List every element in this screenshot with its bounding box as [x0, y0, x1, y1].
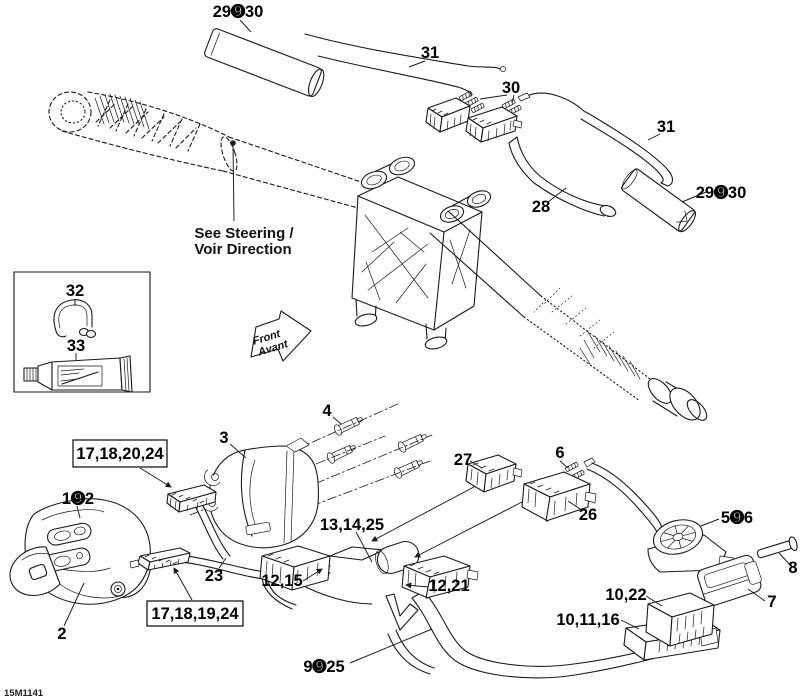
connectors-30: [425, 90, 586, 143]
heat-shrink-sleeve-left: [204, 28, 325, 98]
wire-tip: [517, 92, 531, 102]
connector-30-b: [465, 106, 523, 143]
clip-v-bracket: [385, 593, 419, 631]
see-steering-note: See Steering / Voir Direction: [194, 225, 294, 258]
callout-conn-27: 27: [454, 451, 472, 469]
drawing-code: 15M1141: [4, 688, 44, 699]
button-2: [110, 581, 126, 597]
front-direction-arrow: Front Avant: [250, 310, 312, 362]
handlebar-mid-top: [228, 136, 365, 184]
leader-lines: [63, 19, 792, 664]
module-7: [697, 554, 762, 607]
clip-32: [53, 299, 97, 339]
callout-screws-6: 6: [555, 444, 564, 462]
callout-grip-28: 28: [532, 198, 550, 216]
note-pointer-dot: [230, 140, 236, 146]
rocker-button-upper: [46, 522, 92, 546]
callout-conn-12-21: 12,21: [428, 577, 469, 595]
riser-block: [351, 156, 492, 350]
note-line-2: Voir Direction: [194, 241, 291, 258]
callout-lubricant-33: 33: [67, 337, 85, 355]
riser-lattice: [361, 214, 471, 304]
callout-housing-3: 3: [219, 429, 228, 447]
callout-wire-9-25: 9➒25: [303, 658, 344, 676]
connector-30-a: [425, 97, 471, 133]
callout-connectors-top: 30: [502, 79, 520, 97]
callout-module-10-11-16: 10,11,16: [556, 611, 619, 629]
callout-screws-4: 4: [322, 402, 332, 420]
module-10-22: [645, 592, 715, 647]
grip-tube-28: [508, 136, 617, 217]
callout-box-17-18-20-24: [72, 439, 168, 468]
handlebar-phantom: [48, 91, 365, 209]
callout-wire-top: 31: [421, 44, 439, 62]
connector-26: [521, 471, 597, 522]
callout-conn-26: 26: [579, 506, 597, 524]
callout-switch-1-2: 1➒2: [62, 490, 94, 508]
callout-button-2: 2: [57, 625, 66, 643]
callout-conn-17-18-20-24: 17,18,20,24: [76, 445, 164, 463]
lubricant-tube-33: [23, 355, 133, 393]
connector-17-18-19-24: [129, 547, 191, 571]
callout-conn-12-15: 12,15: [261, 572, 302, 590]
switch-lever: [9, 546, 61, 597]
connector-27: [465, 454, 523, 493]
callout-conn-17-18-19-24: 17,18,19,24: [151, 605, 239, 623]
right-grip-knurl: [579, 331, 641, 380]
callout-wire-right: 31: [657, 118, 675, 136]
callout-sleeve-right: 29➒30: [696, 184, 747, 202]
riser-caps: [360, 156, 492, 223]
connector-12-21: [401, 555, 479, 599]
callout-conn-13-14-25: 13,14,25: [320, 516, 384, 534]
connector-17-18-20-24: [166, 484, 231, 560]
left-grip: [48, 91, 230, 172]
heating-wire-top: [304, 33, 506, 97]
heating-wire-right: [580, 111, 674, 187]
heat-shrink-sleeve-right: [621, 168, 697, 233]
callout-box-17-18-19-24: [146, 600, 244, 627]
callout-sleeve-left: 29➒30: [213, 3, 264, 21]
handlebar-mid-bottom: [222, 170, 359, 209]
riser-feet: [354, 299, 448, 350]
callout-dial-5-6: 5➒6: [721, 509, 753, 527]
callout-labels: 29➒30 31 30 31 28 29➒30 32 33 17,18,20,2…: [57, 3, 797, 676]
grip-end-ring: [220, 136, 238, 172]
hardware-box: [13, 271, 151, 393]
note-line-1: See Steering /: [194, 225, 294, 242]
pin-8: [756, 536, 798, 559]
callout-pin-8: 8: [788, 559, 797, 577]
long-leader-arrows: [371, 478, 525, 558]
wire-to-dial: [583, 457, 663, 533]
wire-connector-b-tail: [526, 92, 586, 113]
multifunction-switch-housing: [9, 498, 152, 605]
callout-harness-23: 23: [205, 567, 223, 585]
callout-module-7: 7: [767, 593, 776, 611]
cluster-lower-straps: [261, 577, 373, 610]
note-pointer-line: [232, 145, 235, 222]
dial-5-6: [647, 519, 735, 573]
callout-module-10-22: 10,22: [605, 586, 646, 604]
switch-housing-cover-3: [201, 437, 319, 549]
left-grip-knurl: [94, 93, 150, 130]
right-grip: [429, 210, 708, 421]
callout-clip-32: 32: [66, 282, 84, 300]
